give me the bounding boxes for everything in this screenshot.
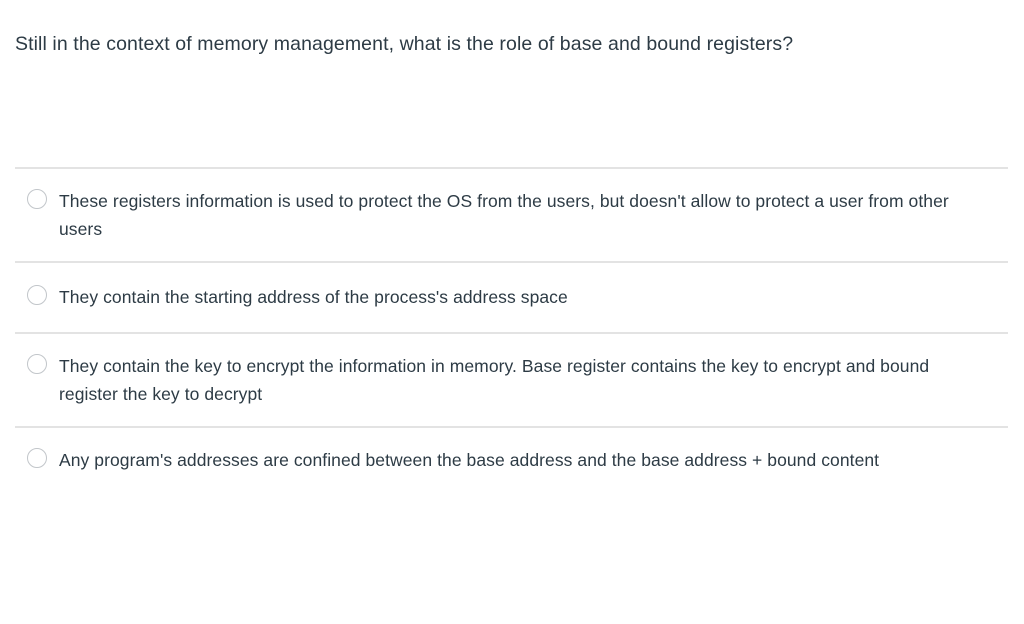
answer-option-label-0[interactable]: These registers information is used to p… <box>59 190 949 239</box>
answer-option-1[interactable]: They contain the starting address of the… <box>15 261 1008 331</box>
answer-radio-wrapper-1[interactable] <box>15 283 59 306</box>
answer-option-0[interactable]: These registers information is used to p… <box>15 166 1008 262</box>
answer-radio-wrapper-0[interactable] <box>15 187 59 209</box>
question-body-spacer <box>0 60 1024 167</box>
answer-radio-wrapper-2[interactable] <box>15 352 59 374</box>
radio-button-icon[interactable] <box>27 285 47 306</box>
radio-button-icon[interactable] <box>27 188 47 209</box>
answer-option-label-1[interactable]: They contain the starting address of the… <box>59 287 568 308</box>
answer-option-label-2[interactable]: They contain the key to encrypt the info… <box>59 355 930 404</box>
question-text: Still in the context of memory managemen… <box>15 33 794 55</box>
answer-radio-wrapper-3[interactable] <box>15 446 59 469</box>
answer-options-list: These registers information is used to p… <box>0 166 1024 493</box>
radio-button-icon[interactable] <box>27 353 47 374</box>
radio-button-icon[interactable] <box>27 448 47 469</box>
answer-option-3[interactable]: Any program's addresses are confined bet… <box>15 426 1008 492</box>
answer-option-2[interactable]: They contain the key to encrypt the info… <box>15 331 1008 427</box>
answer-option-label-3[interactable]: Any program's addresses are confined bet… <box>59 450 880 471</box>
